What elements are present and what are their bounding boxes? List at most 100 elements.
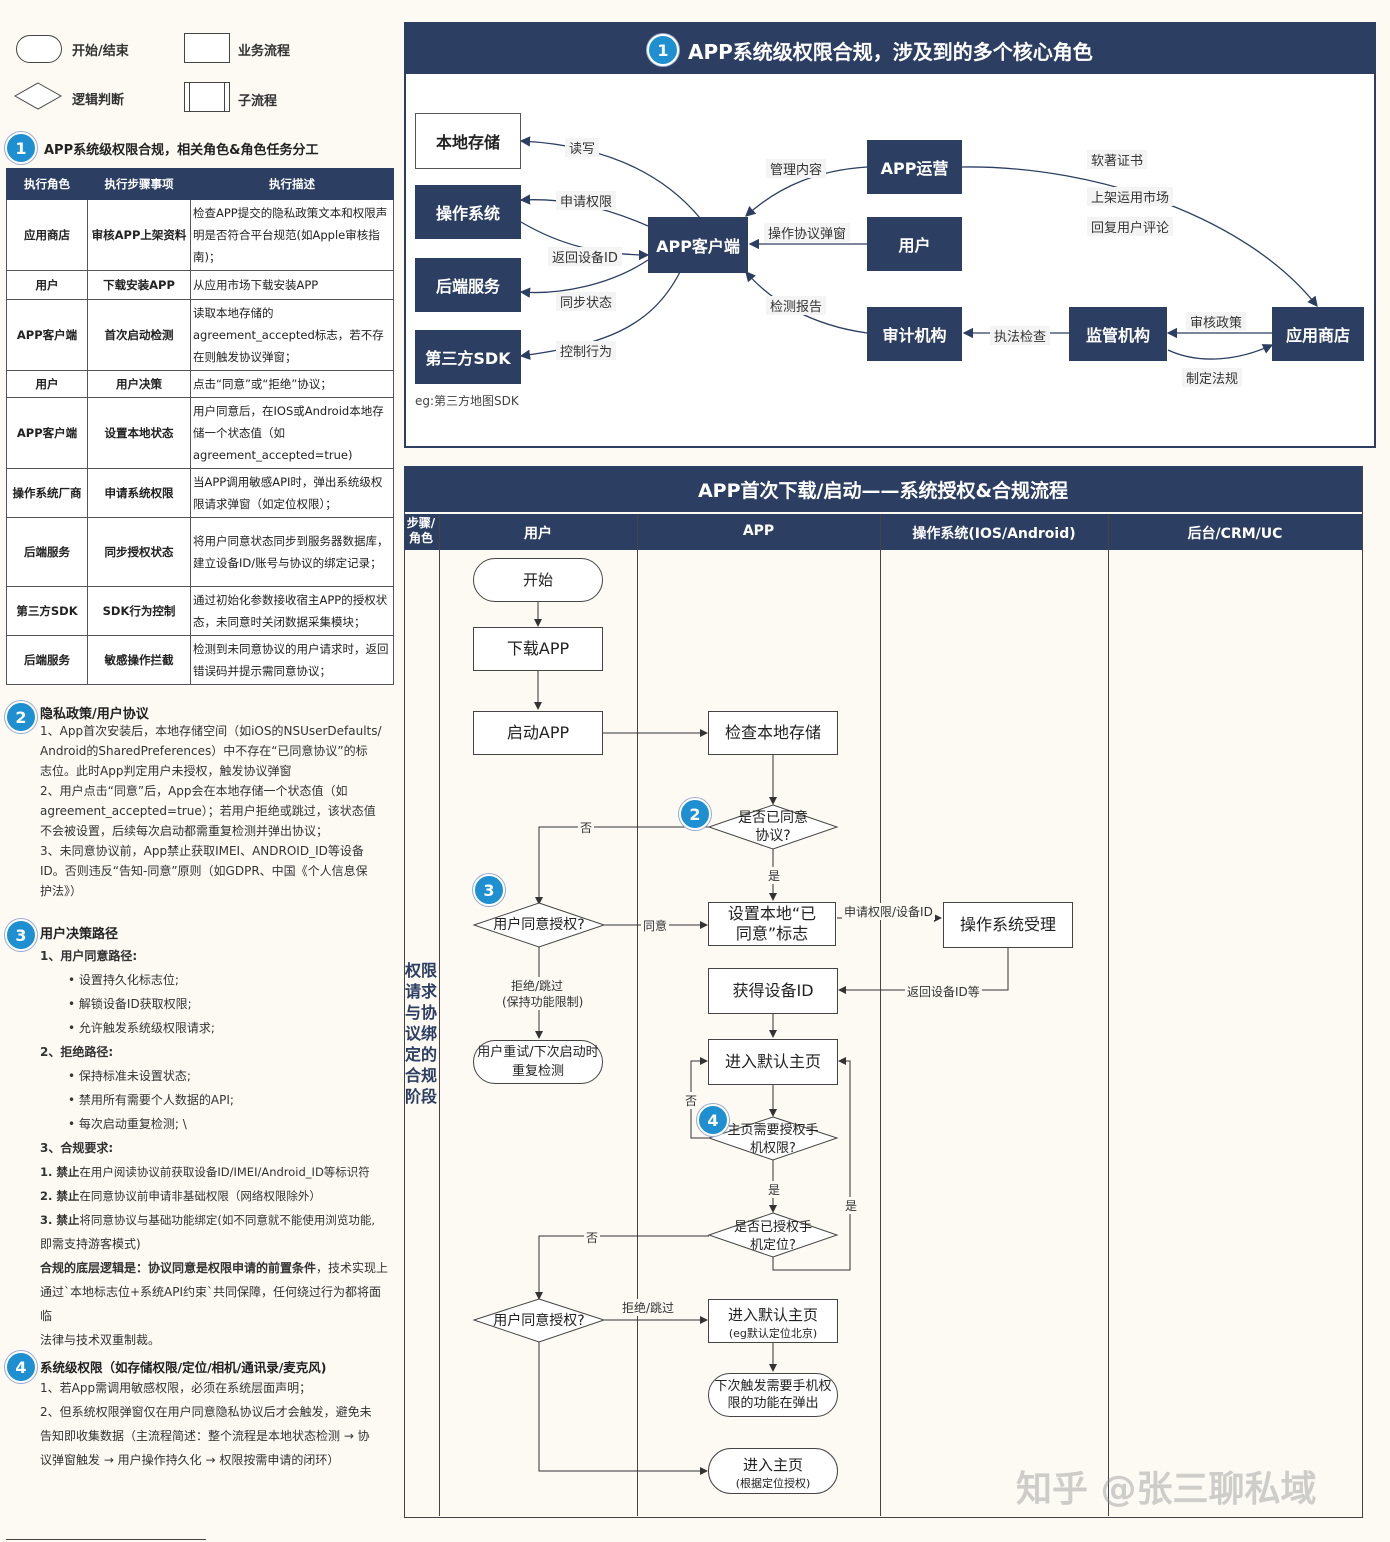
- label-enforce: 执法检查: [990, 326, 1051, 345]
- legend-decision-label: 逻辑判断: [72, 93, 125, 108]
- node-enter-default-label: 进入默认主页: [727, 1306, 818, 1324]
- section3-badge: 3: [5, 919, 37, 951]
- cell-desc: 当APP调用敏感API时，弹出系统级权限请求弹窗（如定位权限）；: [190, 468, 394, 518]
- table-row: 应用商店审核APP上架资料检查APP提交的隐私政策文本和权限声明是否符合平台规范…: [6, 199, 394, 271]
- bottom-line-1: 通过`本地标志位+系统API约束`共同保障，任何绕过行为都将面临: [40, 1285, 382, 1323]
- flow-badge-4: 4: [697, 1104, 729, 1136]
- cell-step: 用户决策: [87, 370, 191, 398]
- sdk-example: eg:第三方地图SDK: [415, 394, 519, 408]
- cell-step: 下载安装APP: [87, 270, 191, 300]
- node-agreed-q: 是否已同意协议?: [738, 810, 808, 844]
- requirement-text: 在用户阅读协议前获取设备ID/IMEI/Android_ID等标识符: [79, 1165, 370, 1179]
- reject-item: • 每次启动重复检测; \: [40, 1112, 392, 1136]
- legend-start-end-label: 开始/结束: [72, 44, 129, 59]
- node-os-accept: 操作系统受理: [943, 902, 1073, 948]
- roles-panel-title: APP系统级权限合规，涉及到的多个核心角色: [688, 40, 1093, 64]
- role-regulator: 监管机构: [1069, 307, 1167, 361]
- label-report: 检测报告: [766, 296, 827, 315]
- decision-user-agree: [472, 902, 606, 948]
- legend-start-end-shape: [16, 35, 62, 63]
- legend-process-shape: [184, 33, 230, 63]
- cell-desc: 通过初始化参数接收宿主APP的授权状态，未同意时关闭数据采集模块；: [190, 586, 394, 636]
- reject-item-text: 每次启动重复检测; \: [78, 1117, 187, 1131]
- node-check-local: 检查本地存储: [708, 711, 838, 755]
- reject-item-text: 禁用所有需要个人数据的API;: [78, 1093, 234, 1107]
- edge-yes-3: 是: [843, 1197, 860, 1214]
- section4-line: 1、若App需调用敏感权限，必须在系统层面声明；: [40, 1381, 312, 1395]
- legend-subprocess-label: 子流程: [238, 94, 278, 109]
- flow-badge-2: 2: [679, 798, 711, 830]
- cell-desc: 检查APP提交的隐私政策文本和权限声明是否符合平台规范(如Apple审核指南)；: [190, 199, 394, 271]
- roles-panel-badge: 1: [647, 34, 679, 66]
- section4-line: 议弹窗触发 → 用户操作持久化 → 权限按需申请的闭环）: [40, 1453, 340, 1467]
- requirement-bold: 2. 禁止: [40, 1189, 80, 1203]
- node-enter-home: 进入默认主页: [708, 1039, 838, 1085]
- node-launch: 启动APP: [473, 711, 603, 755]
- label-request-perm: 申请权限: [556, 191, 617, 210]
- lane-header-backend: 后台/CRM/UC: [1187, 526, 1283, 542]
- edge-reject-skip-2: 拒绝/跳过: [620, 1299, 677, 1316]
- legend-process-label: 业务流程: [238, 44, 291, 59]
- label-review-policy: 审核政策: [1186, 312, 1247, 331]
- bullet-icon: •: [68, 1021, 79, 1035]
- role-user: 用户: [867, 217, 962, 271]
- requirement-bold: 1. 禁止: [40, 1165, 80, 1179]
- bullet-icon: •: [68, 1117, 79, 1131]
- section2-line: 志位。此时App判定用户未授权，触发协议弹窗: [40, 764, 292, 778]
- decision-home-need: [707, 1116, 839, 1161]
- roles-panel-header: [406, 24, 1374, 74]
- node-enter-default: 进入默认主页 (eg默认定位北京): [708, 1299, 838, 1343]
- section2-line: agreement_accepted=true）；若用户拒绝或跳过，该状态值: [40, 804, 376, 818]
- label-control: 控制行为: [556, 341, 617, 360]
- section2-line: 1、App首次安装后，本地存储空间（如iOS的NSUserDefaults/: [40, 724, 382, 738]
- node-user-agree-q: 用户同意授权?: [493, 917, 585, 933]
- lane-header-user: 用户: [524, 526, 552, 542]
- decision-user-agree-2: [472, 1298, 606, 1343]
- section2-line: 2、用户点击“同意”后，App会在本地存储一个状态值（如: [40, 784, 348, 798]
- lane-divider-4: [1108, 514, 1109, 1516]
- lane-divider-2: [637, 514, 638, 1516]
- cell-desc: 检测到未同意协议的用户请求时，返回错误码并提示需同意协议；: [190, 635, 394, 685]
- cell-role: 第三方SDK: [6, 586, 88, 636]
- bottom-divider: [6, 1539, 206, 1540]
- table-row: APP客户端首次启动检测读取本地存储的agreement_accepted标志，…: [6, 299, 394, 371]
- section2-line: 3、未同意协议前，App禁止获取IMEI、ANDROID_ID等设备: [40, 844, 364, 858]
- legend-decision-shape: [14, 82, 62, 110]
- label-manage: 管理内容: [766, 159, 827, 178]
- phase-label: 权限请求与协议绑定的合规阶段: [404, 961, 437, 1106]
- legend-subprocess-shape: [184, 82, 230, 112]
- node-set-local: 设置本地“已同意”标志: [708, 902, 836, 946]
- section2-line: Android的SharedPreferences）中不存在“已同意协议”的标: [40, 744, 368, 758]
- cell-step: 同步授权状态: [87, 517, 191, 587]
- lane-header-app: APP: [742, 523, 775, 539]
- flow-title: APP首次下载/启动——系统授权&合规流程: [697, 479, 1069, 502]
- section3-body: 1、用户同意路径: • 设置持久化标志位;• 解锁设备ID获取权限;• 允许触发…: [40, 944, 392, 1352]
- edge-req-perm: 申请权限/设备ID: [842, 903, 935, 920]
- cell-desc: 读取本地存储的agreement_accepted标志，若不存在则触发协议弹窗；: [190, 299, 394, 371]
- col-header-role: 执行角色: [6, 168, 88, 200]
- section2-title: 隐私政策/用户协议: [40, 707, 149, 722]
- section1-title: APP系统级权限合规，相关角色&角色任务分工: [44, 143, 319, 158]
- section2-line: ID。否则违反“告知-同意”原则（如GDPR、中国《个人信息保: [40, 864, 368, 878]
- cell-role: 后端服务: [6, 635, 88, 685]
- edge-no-1: 否: [578, 819, 595, 836]
- flow-lane-header: [404, 514, 1362, 550]
- section2-line: 不会被设置，后续每次启动都需重复检测并弹出协议；: [40, 824, 329, 838]
- role-backend: 后端服务: [415, 258, 521, 312]
- section4-line: 告知即收集数据（主流程简述：整个流程是本地状态检测 → 协: [40, 1429, 370, 1443]
- agree-item: • 解锁设备ID获取权限;: [40, 992, 392, 1016]
- requirement-bold: 3. 禁止: [40, 1213, 80, 1227]
- decision-agreed: [707, 804, 839, 850]
- cell-step: 敏感操作拦截: [87, 635, 191, 685]
- node-next-trigger: 下次触发需要手机权限的功能在弹出: [708, 1373, 838, 1417]
- agree-item: • 设置持久化标志位;: [40, 968, 392, 992]
- table-row: 操作系统厂商申请系统权限当APP调用敏感API时，弹出系统级权限请求弹窗（如定位…: [6, 468, 394, 518]
- bullet-icon: •: [68, 973, 79, 987]
- reject-item: • 保持标准未设置状态;: [40, 1064, 392, 1088]
- role-local-storage: 本地存储: [415, 113, 521, 169]
- label-listing: 上架运用市场: [1087, 187, 1174, 206]
- cell-desc: 将用户同意状态同步到服务器数据库，建立设备ID/账号与协议的绑定记录；: [190, 517, 394, 587]
- label-laws: 制定法规: [1182, 368, 1243, 387]
- node-start: 开始: [473, 558, 603, 602]
